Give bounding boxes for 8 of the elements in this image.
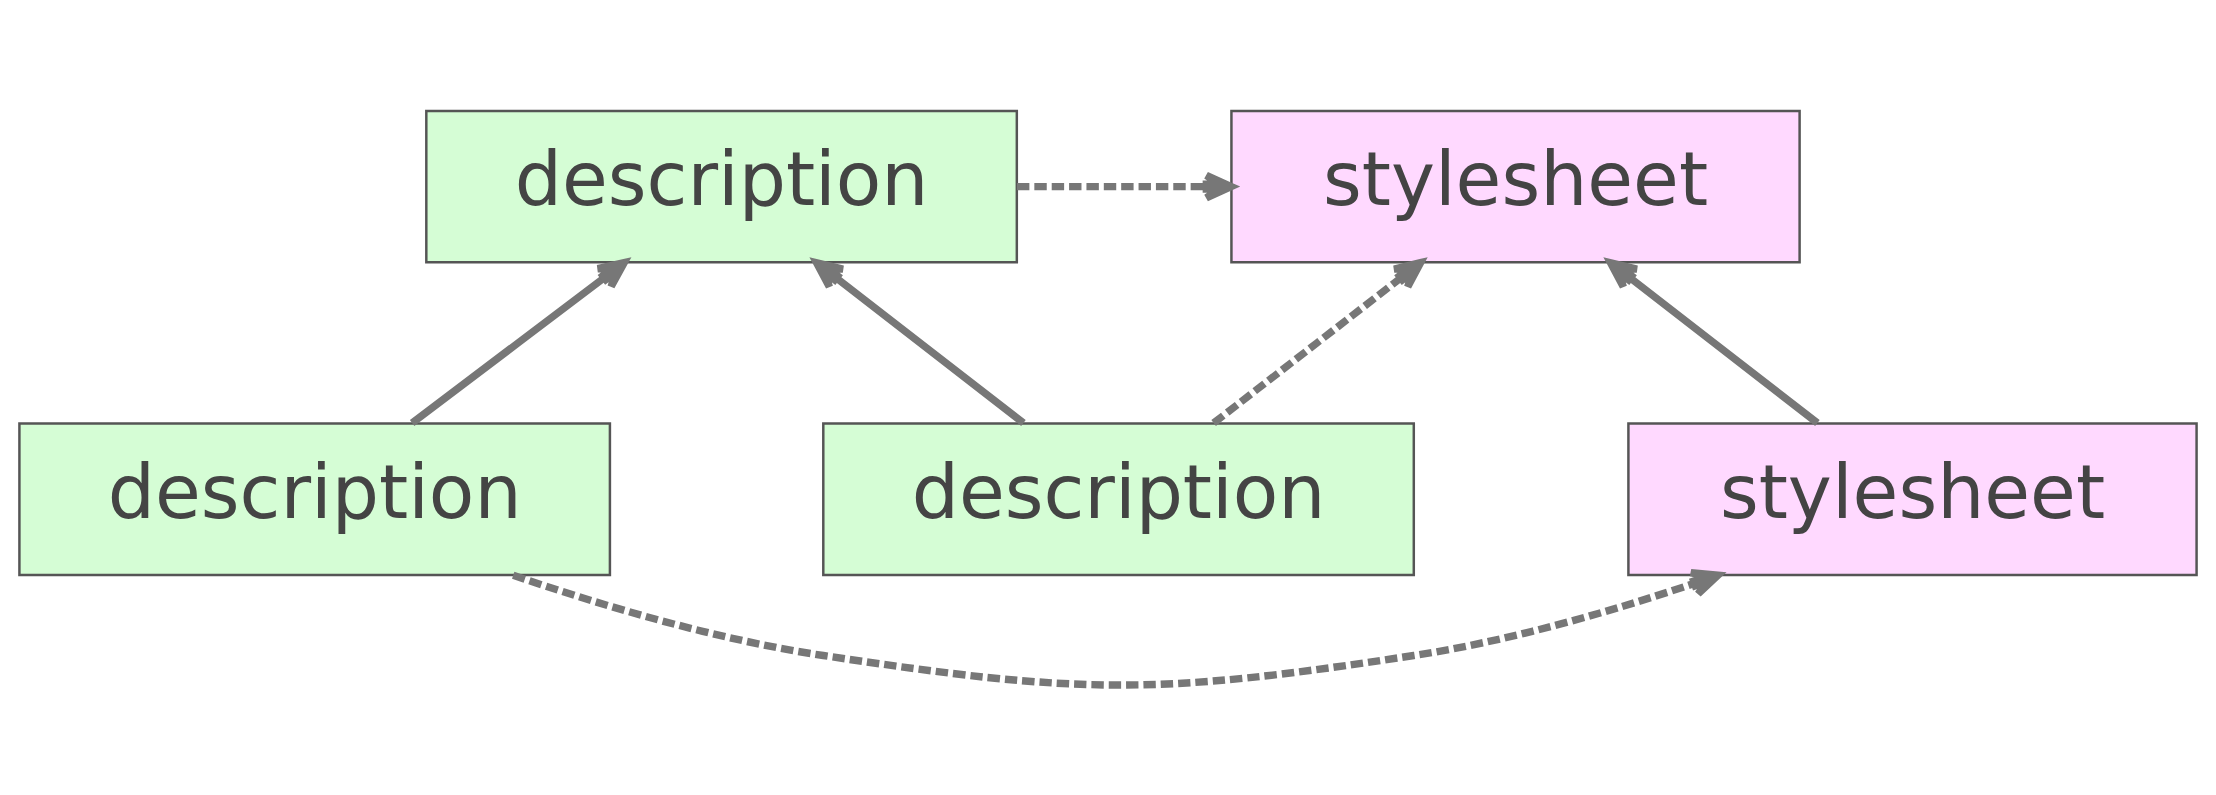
arrow: [1606, 258, 1820, 426]
node-box: description: [18, 421, 612, 576]
node-box: stylesheet: [1627, 421, 2198, 576]
node-box: stylesheet: [1230, 109, 1801, 263]
node-box: description: [822, 421, 1416, 576]
node-box: description: [425, 109, 1019, 263]
arrow: [1211, 258, 1425, 426]
arrow: [812, 258, 1026, 426]
